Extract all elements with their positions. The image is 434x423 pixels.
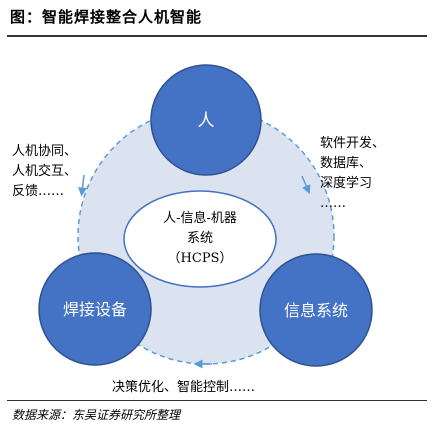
center-line1: 人-信息-机器	[163, 210, 237, 226]
figure-title: 图：智能焊接整合人机智能	[10, 8, 203, 26]
left-label-line: 人机交互、	[12, 164, 78, 179]
bottom-label: 决策优化、智能控制……	[112, 380, 256, 395]
arrow-right	[301, 175, 311, 195]
source-note: 数据来源：东吴证券研究所整理	[12, 408, 181, 422]
right-label-line: 软件开发、	[320, 136, 386, 151]
bottom-rule	[7, 400, 427, 401]
left-label-line: 反馈……	[12, 184, 65, 199]
right-label-line: 数据库、	[320, 156, 373, 171]
left-label: 人机协同、 人机交互、 反馈……	[12, 142, 77, 202]
arrow-left	[78, 174, 87, 197]
center-line3: （HCPS）	[168, 251, 233, 266]
node-info-label: 信息系统	[284, 301, 348, 320]
node-info	[259, 253, 373, 367]
left-label-line: 人机协同、	[12, 144, 78, 159]
node-welding	[38, 252, 152, 366]
node-human	[150, 64, 262, 176]
right-label: 软件开发、 数据库、 深度学习 ……	[320, 134, 385, 214]
center-line2: 系统	[187, 231, 213, 246]
node-human-label: 人	[198, 111, 215, 131]
node-welding-label: 焊接设备	[63, 300, 127, 319]
center-ellipse	[123, 190, 277, 288]
right-label-line: ……	[320, 196, 346, 211]
title-rule	[7, 35, 427, 37]
right-label-line: 深度学习	[320, 176, 373, 191]
